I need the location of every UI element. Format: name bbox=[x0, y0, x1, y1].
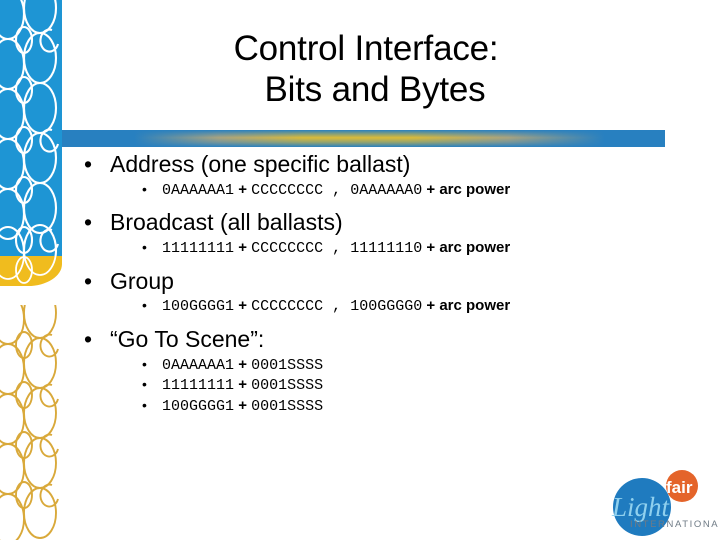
bullet-glyph-icon: • bbox=[142, 297, 147, 314]
bullet-level2: • 11111111 + 0001SSSS bbox=[62, 375, 702, 396]
logo-word-international: INTERNATIONAL bbox=[630, 519, 720, 530]
label-arc-power: arc power bbox=[439, 297, 511, 315]
bullet-glyph-icon: • bbox=[142, 355, 147, 372]
bullet-level2: • 0AAAAAA1 + 0001SSSS bbox=[62, 355, 702, 376]
bullet-level1-label: Broadcast (all ballasts) bbox=[110, 209, 343, 236]
logo-orange-circle bbox=[666, 470, 698, 502]
bullet-glyph-icon: • bbox=[84, 151, 93, 177]
code-address-1: 100GGGG1 bbox=[162, 397, 235, 415]
bullet-level1: • “Go To Scene”: bbox=[62, 325, 702, 353]
logo-word-fair: fair bbox=[666, 478, 693, 497]
operator-plus: + bbox=[238, 376, 247, 393]
code-address-1: 0AAAAAA1 bbox=[162, 356, 235, 374]
bullet-level2: • 0AAAAAA1 + CCCCCCCC , 0AAAAAA0 + arc p… bbox=[62, 180, 702, 201]
code-address-2: 100GGGG0 bbox=[350, 298, 423, 316]
bullet-group-go-to-scene: • “Go To Scene”: • 0AAAAAA1 + 0001SSSS •… bbox=[62, 325, 702, 417]
label-arc-power: arc power bbox=[439, 239, 511, 256]
title-divider-bar bbox=[62, 130, 665, 147]
code-address-2: 0AAAAAA0 bbox=[350, 181, 423, 199]
bullet-level1: • Address (one specific ballast) bbox=[62, 151, 702, 178]
title-line-1: Control Interface: bbox=[233, 29, 499, 68]
separator-comma: , bbox=[332, 298, 342, 316]
strip-gold-circle-pattern bbox=[0, 305, 59, 540]
code-scene-2: 0001SSSS bbox=[251, 377, 324, 394]
operator-plus: + bbox=[426, 239, 436, 256]
separator-comma: , bbox=[332, 240, 342, 257]
logo-blue-circle bbox=[613, 478, 671, 536]
operator-plus: + bbox=[238, 239, 247, 256]
operator-plus: + bbox=[238, 297, 247, 315]
code-scene-3: 0001SSSS bbox=[251, 397, 324, 415]
label-arc-power: arc power bbox=[439, 180, 511, 198]
bullet-level2: • 100GGGG1 + 0001SSSS bbox=[62, 396, 702, 417]
operator-plus: + bbox=[238, 355, 247, 373]
code-address-1: 11111111 bbox=[162, 377, 235, 394]
bullet-level1-label: “Go To Scene”: bbox=[110, 325, 265, 352]
slide-title: Control Interface: Bits and Bytes bbox=[62, 28, 670, 111]
bullet-glyph-icon: • bbox=[142, 239, 147, 255]
code-address-1: 100GGGG1 bbox=[162, 298, 235, 316]
bullet-group-group: • Group • 100GGGG1 + CCCCCCCC , 100GGGG0… bbox=[62, 267, 702, 317]
bullet-glyph-icon: • bbox=[142, 180, 147, 197]
bullet-level2: • 11111111 + CCCCCCCC , 11111110 + arc p… bbox=[62, 238, 702, 259]
title-line-2: Bits and Bytes bbox=[264, 70, 486, 110]
bullet-level1-label: Address (one specific ballast) bbox=[110, 151, 411, 177]
bullet-level1-label: Group bbox=[110, 267, 174, 294]
bullet-group-broadcast: • Broadcast (all ballasts) • 11111111 + … bbox=[62, 209, 702, 259]
code-address-2: 11111110 bbox=[350, 240, 423, 257]
bullet-level1: • Broadcast (all ballasts) bbox=[62, 209, 702, 236]
bullet-level2: • 100GGGG1 + CCCCCCCC , 100GGGG0 + arc p… bbox=[62, 296, 702, 317]
strip-blue-circle-pattern bbox=[0, 0, 60, 259]
code-address-1: 0AAAAAA1 bbox=[162, 181, 235, 199]
slide-body: • Address (one specific ballast) • 0AAAA… bbox=[62, 151, 702, 417]
lightfair-international-logo: Light fair INTERNATIONAL bbox=[611, 470, 720, 536]
bullet-group-address: • Address (one specific ballast) • 0AAAA… bbox=[62, 151, 702, 201]
bullet-glyph-icon: • bbox=[84, 209, 93, 236]
bullet-glyph-icon: • bbox=[84, 325, 93, 352]
strip-gold-band-pattern bbox=[0, 256, 57, 284]
code-scene-1: 0001SSSS bbox=[251, 356, 324, 374]
left-decorative-strip bbox=[0, 0, 62, 540]
code-command-1: CCCCCCCC bbox=[251, 240, 324, 257]
code-command-1: CCCCCCCC bbox=[251, 298, 324, 316]
operator-plus: + bbox=[426, 297, 436, 315]
bullet-glyph-icon: • bbox=[84, 267, 93, 294]
code-address-1: 11111111 bbox=[162, 240, 235, 257]
operator-plus: + bbox=[238, 180, 247, 198]
code-command-1: CCCCCCCC bbox=[251, 181, 324, 199]
bullet-level1: • Group bbox=[62, 267, 702, 295]
bullet-glyph-icon: • bbox=[142, 396, 147, 413]
logo-word-light: Light bbox=[611, 492, 671, 522]
separator-comma: , bbox=[332, 181, 342, 199]
bullet-glyph-icon: • bbox=[142, 376, 147, 392]
operator-plus: + bbox=[238, 396, 247, 414]
operator-plus: + bbox=[426, 180, 436, 198]
